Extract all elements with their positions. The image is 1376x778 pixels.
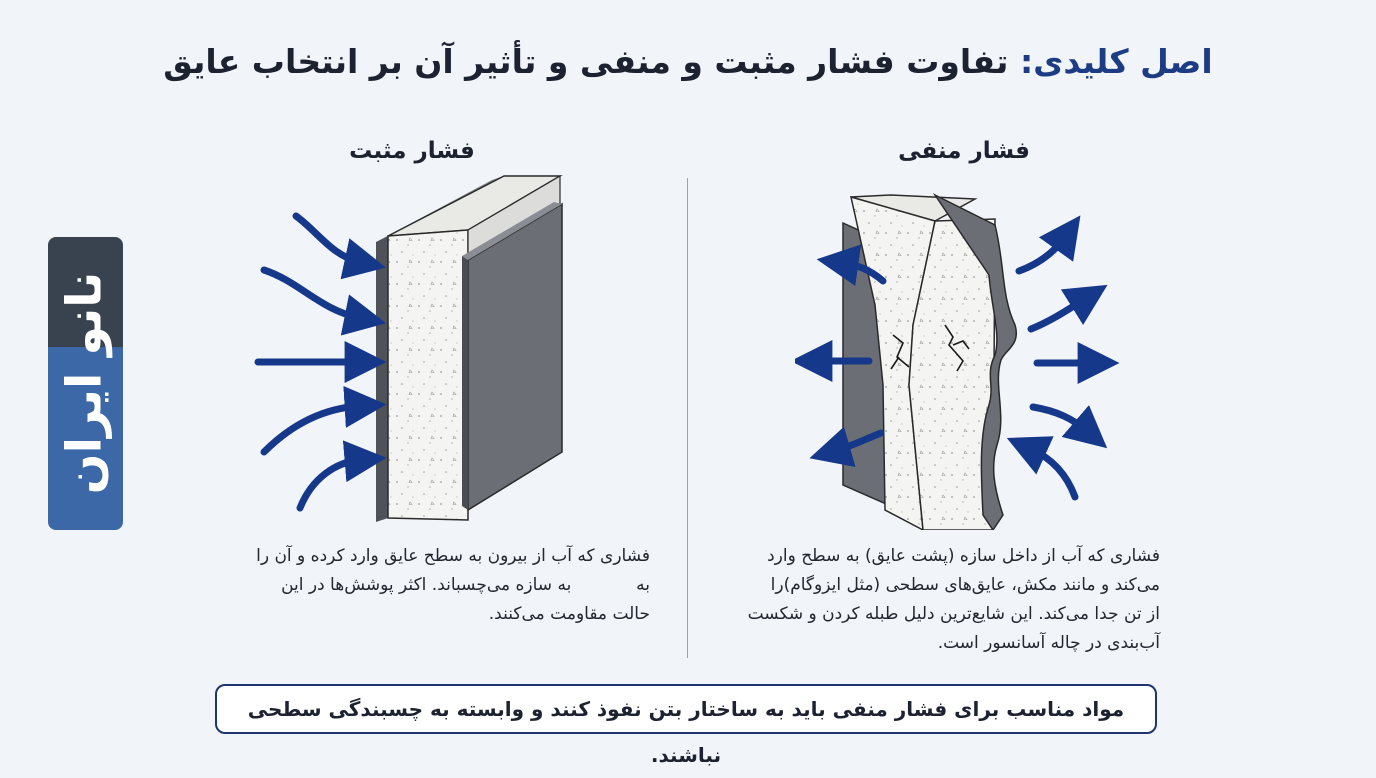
arrow-in-right xyxy=(1006,436,1079,501)
inward-arrows xyxy=(254,212,387,512)
arrow-in-1 xyxy=(292,212,387,280)
concrete-block-cracked xyxy=(849,194,996,530)
arrow-out-right-1 xyxy=(1015,215,1081,275)
arrow-out-left-1 xyxy=(816,244,887,286)
outward-arrows xyxy=(795,215,1120,501)
brand-text: نانو ایران xyxy=(56,271,113,495)
column-divider xyxy=(687,178,688,658)
brand-badge: نانو ایران xyxy=(48,237,123,530)
page-title: اصل کلیدی: تفاوت فشار مثبت و منفی و تأثی… xyxy=(0,42,1376,81)
negative-line-3: از تن جدا می‌کند. این شایع‌ترین دلیل طبل… xyxy=(747,604,1160,624)
arrow-in-4 xyxy=(260,385,387,456)
negative-line-1: فشاری که آب از داخل سازه (پشت عایق) به س… xyxy=(767,546,1160,566)
positive-line-1: فشاری که آب از بیرون به سطح عایق وارد کر… xyxy=(256,546,650,566)
positive-line-2: به به سازه می‌چسباند. اکثر پوشش‌ها در ای… xyxy=(281,575,650,595)
positive-pressure-heading: فشار مثبت xyxy=(349,138,475,164)
arrow-in-5 xyxy=(296,440,387,512)
back-panel xyxy=(462,202,563,512)
detached-membrane-right xyxy=(932,193,1018,530)
negative-pressure-illustration xyxy=(795,193,1120,530)
title-accent: اصل کلیدی: xyxy=(1019,42,1213,81)
positive-pressure-description: فشاری که آب از بیرون به سطح عایق وارد کر… xyxy=(190,542,650,629)
positive-pressure-illustration xyxy=(254,174,563,522)
key-takeaway-callout: مواد مناسب برای فشار منفی باید به ساختار… xyxy=(215,684,1157,767)
negative-pressure-description: فشاری که آب از داخل سازه (پشت عایق) به س… xyxy=(705,542,1160,658)
negative-pressure-heading: فشار منفی xyxy=(898,138,1030,164)
arrow-out-right-4 xyxy=(1029,403,1108,449)
arrow-out-left-3 xyxy=(809,426,885,467)
negative-line-4: آب‌بندی در چاله آسانسور است. xyxy=(937,633,1160,653)
brand-badge-dark xyxy=(48,237,123,347)
brand-badge-blue xyxy=(48,347,123,530)
title-text: تفاوت فشار مثبت و منفی و تأثیر آن بر انت… xyxy=(163,42,1009,81)
arrow-out-right-2 xyxy=(1027,284,1108,333)
positive-line-3: حالت مقاومت می‌کنند. xyxy=(488,604,650,624)
arrow-in-2 xyxy=(260,266,387,336)
negative-line-2: می‌کند و مانند مکش، عایق‌های سطحی (مثل ا… xyxy=(770,575,1160,595)
